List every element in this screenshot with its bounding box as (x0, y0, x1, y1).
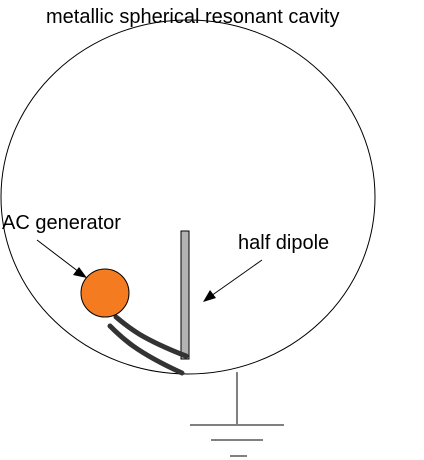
cable-conductor-upper (113, 314, 189, 359)
dipole-pointer-arrowhead (203, 290, 216, 302)
generator-pointer-line (36, 239, 80, 273)
half-dipole-rod (180, 230, 190, 360)
diagram-title: metallic spherical resonant cavity (46, 6, 339, 28)
ac-generator (80, 268, 130, 318)
spherical-cavity-outline (0, 19, 376, 375)
dipole-pointer-line (210, 259, 263, 297)
generator-pointer-arrowhead (73, 267, 87, 278)
cable-conductor-lower (107, 323, 185, 376)
half-dipole-label: half dipole (238, 232, 329, 254)
ac-generator-label: AC generator (2, 212, 121, 234)
